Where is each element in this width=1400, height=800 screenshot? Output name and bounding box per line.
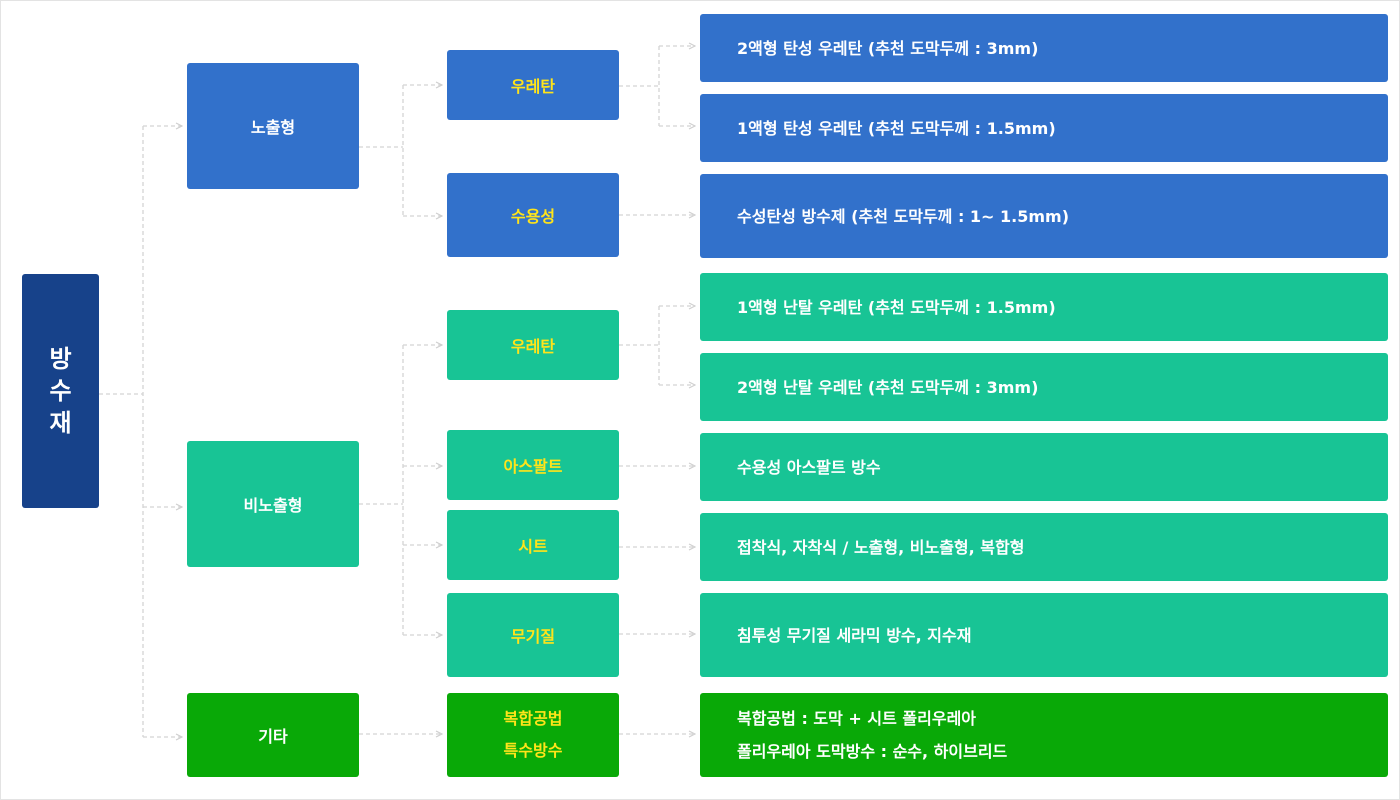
detail-text: 수용성 아스팔트 방수: [737, 457, 881, 477]
type-label: 무기질: [510, 627, 556, 646]
detail-text: 폴리우레아 도막방수 : 순수, 하이브리드: [737, 742, 1008, 761]
type-label: 수용성: [510, 207, 556, 226]
root-char: 재: [49, 409, 72, 437]
type-label: 특수방수: [503, 741, 563, 760]
root-node-waterproofing: 방 수 재: [22, 274, 99, 508]
detail-composite-special: 복합공법 : 도막 + 시트 폴리우레아 폴리우레아 도막방수 : 순수, 하이…: [700, 693, 1388, 777]
detail-text: 1액형 난탈 우레탄 (추천 도막두께 : 1.5mm): [737, 297, 1056, 317]
detail-text: 수성탄성 방수제 (추천 도막두께 : 1~ 1.5mm): [737, 206, 1070, 226]
type-asphalt: 아스팔트: [447, 430, 619, 500]
category-exposed-label: 노출형: [250, 118, 296, 137]
type-inorganic: 무기질: [447, 593, 619, 677]
category-non-exposed: 비노출형: [187, 441, 359, 567]
type-non-exposed-urethane: 우레탄: [447, 310, 619, 380]
detail-inorganic: 침투성 무기질 세라믹 방수, 지수재: [700, 593, 1388, 677]
type-exposed-urethane: 우레탄: [447, 50, 619, 120]
type-label: 복합공법: [503, 709, 563, 728]
detail-asphalt: 수용성 아스팔트 방수: [700, 433, 1388, 501]
type-exposed-water-soluble: 수용성: [447, 173, 619, 257]
detail-text: 2액형 탄성 우레탄 (추천 도막두께 : 3mm): [737, 38, 1039, 58]
type-sheet: 시트: [447, 510, 619, 580]
category-other: 기타: [187, 693, 359, 777]
detail-1-part-elastic-urethane: 1액형 탄성 우레탄 (추천 도막두께 : 1.5mm): [700, 94, 1388, 162]
detail-text: 1액형 탄성 우레탄 (추천 도막두께 : 1.5mm): [737, 118, 1056, 138]
detail-sheet: 접착식, 자착식 / 노출형, 비노출형, 복합형: [700, 513, 1388, 581]
detail-text: 침투성 무기질 세라믹 방수, 지수재: [737, 625, 972, 645]
detail-water-based-elastic: 수성탄성 방수제 (추천 도막두께 : 1~ 1.5mm): [700, 174, 1388, 258]
category-other-label: 기타: [258, 727, 288, 746]
detail-1-part-non-exposed-urethane: 1액형 난탈 우레탄 (추천 도막두께 : 1.5mm): [700, 273, 1388, 341]
detail-text: 접착식, 자착식 / 노출형, 비노출형, 복합형: [737, 537, 1025, 557]
type-label: 아스팔트: [503, 457, 563, 476]
category-exposed: 노출형: [187, 63, 359, 189]
detail-text: 복합공법 : 도막 + 시트 폴리우레아: [737, 709, 977, 728]
type-label: 시트: [518, 537, 548, 556]
type-composite-special: 복합공법 특수방수: [447, 693, 619, 777]
detail-2-part-non-exposed-urethane: 2액형 난탈 우레탄 (추천 도막두께 : 3mm): [700, 353, 1388, 421]
root-char: 방: [49, 345, 72, 373]
category-non-exposed-label: 비노출형: [243, 496, 303, 515]
root-char: 수: [49, 377, 72, 405]
detail-text: 2액형 난탈 우레탄 (추천 도막두께 : 3mm): [737, 377, 1039, 397]
detail-2-part-elastic-urethane: 2액형 탄성 우레탄 (추천 도막두께 : 3mm): [700, 14, 1388, 82]
type-label: 우레탄: [510, 337, 556, 356]
type-label: 우레탄: [510, 77, 556, 96]
